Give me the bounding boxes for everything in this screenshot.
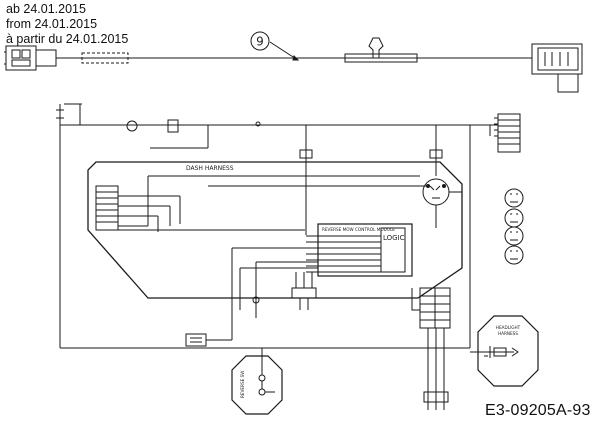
cable-sleeve [81, 52, 129, 64]
reverse-switch-outline [231, 355, 283, 415]
schematic [56, 103, 539, 415]
callout-circle [250, 31, 270, 51]
key-switch-table [95, 185, 181, 232]
terminal-block [497, 113, 521, 153]
date-line-fr: à partir du 24.01.2015 [6, 32, 129, 46]
right-connector [531, 43, 583, 93]
harness-top [4, 37, 583, 93]
date-line-de: ab 24.01.2015 [6, 2, 86, 16]
cable-clip [344, 37, 418, 63]
dash-harness-outline [87, 161, 463, 299]
headlight-harness-label-2: HARNESS [498, 331, 518, 336]
logic-label: LOGIC [383, 234, 405, 242]
round-connectors [504, 188, 524, 265]
reverse-module-title: REVERSE MOW CONTROL MODULE [322, 227, 395, 232]
ignition-switch [422, 178, 450, 206]
headlight-harness-label-1: HEADLIGHT [496, 325, 521, 330]
part-number: E3-09205A-93 [485, 402, 591, 419]
reverse-module-box [317, 223, 413, 277]
headlight-harness-outline [477, 315, 539, 387]
dash-harness-label: DASH HARNESS [186, 165, 234, 172]
date-notes: ab 24.01.2015 from 24.01.2015 à partir d… [6, 2, 128, 47]
date-line-en: from 24.01.2015 [6, 17, 98, 31]
callout-number: 9 [256, 35, 264, 49]
reverse-switch-label: REVERSE SW [240, 371, 245, 398]
